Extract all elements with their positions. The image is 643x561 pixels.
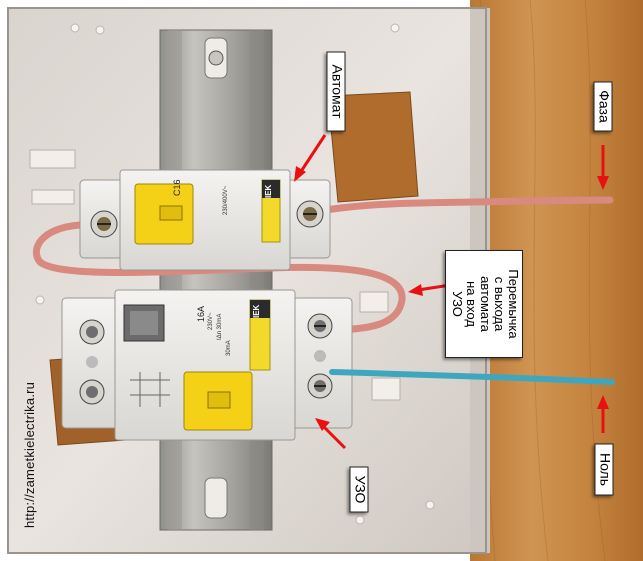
label-jumper: Перемычка с выхода автомата на вход УЗО xyxy=(445,250,523,358)
breaker-spec: 230/400V~ xyxy=(223,185,229,215)
rcd-current: 16A xyxy=(196,305,206,322)
breaker-rating: C16 xyxy=(172,179,182,196)
neutral-wire xyxy=(329,369,615,385)
label-faza: Фаза xyxy=(593,81,613,132)
site-watermark: http://zametkielectrika.ru xyxy=(22,381,37,528)
rcd-sensitivity: IΔn 30mA xyxy=(217,313,223,340)
rcd-voltage: 230V~ xyxy=(208,312,214,330)
circuit-breaker xyxy=(79,169,331,271)
rcd-device xyxy=(61,289,353,441)
label-uzo: УЗО xyxy=(349,466,369,513)
label-avtomat: Автомат xyxy=(326,51,346,132)
panel-cutout xyxy=(327,91,419,203)
rcd-leakage: 30mA xyxy=(226,340,232,356)
breaker-brand: IEK xyxy=(264,184,273,198)
rcd-brand: IEK xyxy=(252,304,261,318)
label-nol: Ноль xyxy=(594,443,614,496)
arrows xyxy=(294,134,609,450)
